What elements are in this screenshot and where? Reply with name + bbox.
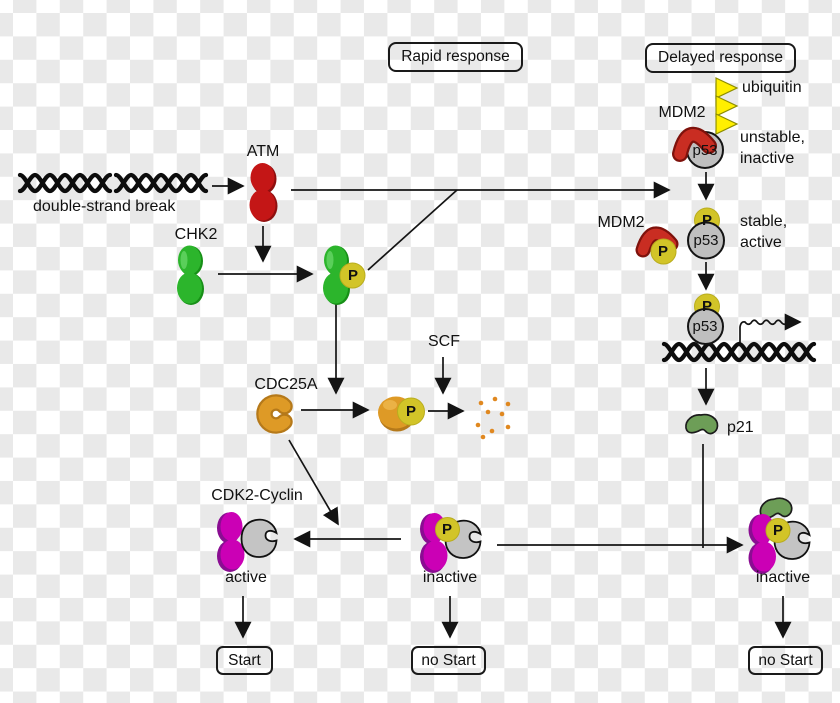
scf-label: SCF — [428, 333, 460, 350]
atm-label: ATM — [246, 143, 280, 160]
degradation-dots — [475, 396, 511, 440]
mdm2-top-label: MDM2 — [658, 104, 706, 121]
cdk2-cyclin-active — [217, 512, 278, 572]
cdk2-cyclin-inactive-p21 — [748, 495, 811, 574]
phosphate-text-chk2: P — [347, 266, 359, 284]
start-box: Start — [216, 646, 273, 675]
phosphate-text-cdk2-center: P — [441, 520, 453, 538]
phosphate-badge — [397, 397, 425, 426]
chk2-phosphorylated — [323, 245, 366, 305]
stable-active-label: stable, active — [740, 211, 787, 253]
active-label: active — [225, 569, 267, 586]
phosphate-text-mdm2: P — [657, 242, 669, 260]
p53-unstable — [672, 126, 724, 169]
ubiquitin-label: ubiquitin — [742, 79, 802, 96]
arrow-transcription — [739, 313, 802, 344]
stable-line2: active — [740, 234, 782, 251]
phosphate-text-p53-stable: P — [701, 211, 713, 229]
no-start-right-label: no Start — [758, 651, 813, 669]
inactive-right-label: inactive — [755, 569, 811, 586]
ubiquitin-chain — [715, 77, 739, 135]
phosphate-text-cdk2-right: P — [772, 521, 784, 539]
stable-line1: stable, — [740, 213, 788, 230]
p21-label: p21 — [727, 419, 754, 436]
p21-protein — [685, 413, 719, 435]
dna-promoter — [661, 341, 817, 363]
no-start-box-center: no Start — [411, 646, 486, 675]
cdk2-cyclin-label: CDK2-Cyclin — [211, 487, 303, 504]
start-label: Start — [228, 651, 261, 669]
phosphate-badge — [650, 238, 677, 265]
double-strand-break-label: double-strand break — [33, 198, 176, 215]
mdm2-phosphorylated — [635, 226, 679, 265]
cdc25a-protein — [256, 394, 293, 434]
cdk2-cyclin-inactive-phospho — [420, 513, 482, 573]
phosphate-badge — [339, 262, 366, 289]
inactive-center-label: inactive — [422, 569, 478, 586]
p53-dna-text: p53 — [692, 317, 718, 335]
rapid-response-label: Rapid response — [401, 48, 510, 65]
chk2-label: CHK2 — [174, 226, 218, 243]
line-chk2p-join — [367, 189, 458, 271]
chk2-protein — [177, 245, 204, 305]
cdc25a-label: CDC25A — [254, 376, 318, 393]
cdc25a-phosphorylated — [378, 396, 425, 432]
arrow-cdc25a-to-cdk2 — [288, 439, 339, 526]
no-start-box-right: no Start — [748, 646, 823, 675]
phosphate-badge — [435, 517, 460, 542]
mdm2-protein — [672, 126, 717, 162]
delayed-response-box: Delayed response — [645, 43, 796, 73]
dna-double-strand-break — [17, 172, 209, 194]
unstable-line1: unstable, — [740, 129, 805, 146]
atm-protein — [249, 163, 278, 222]
p53-on-dna — [687, 293, 724, 345]
phosphate-badge — [765, 518, 791, 543]
no-start-center-label: no Start — [421, 651, 476, 669]
p53-unstable-text: p53 — [692, 141, 718, 159]
rapid-response-box: Rapid response — [388, 42, 523, 72]
p53-stable-text: p53 — [693, 231, 719, 249]
delayed-response-label: Delayed response — [658, 49, 783, 66]
unstable-inactive-label: unstable, inactive — [740, 127, 805, 169]
mdm2-mid-label: MDM2 — [597, 214, 645, 231]
unstable-line2: inactive — [740, 150, 795, 167]
phosphate-text-cdc25a: P — [405, 402, 417, 420]
phosphate-text-p53-dna: P — [701, 297, 713, 315]
p53-stable — [687, 207, 725, 260]
